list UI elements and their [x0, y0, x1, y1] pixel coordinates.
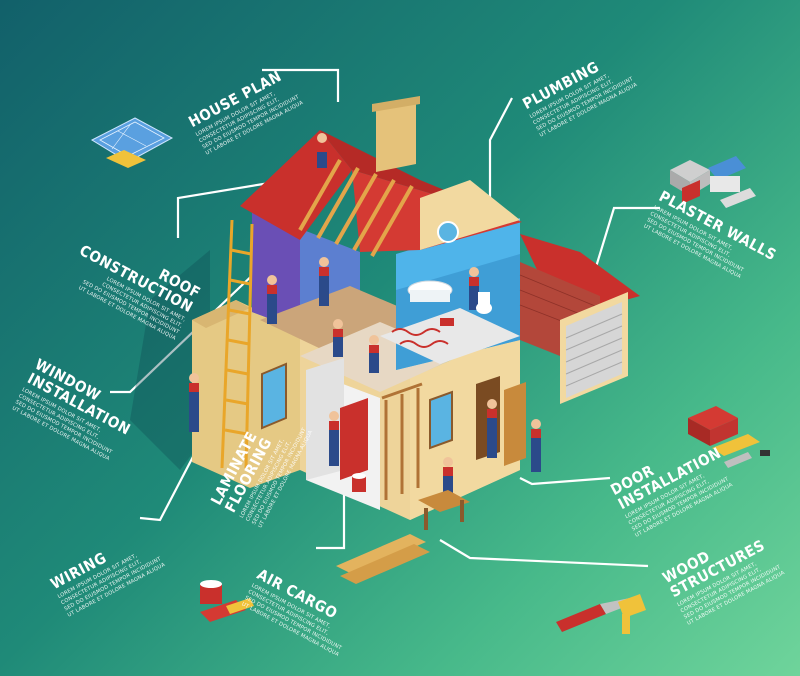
- ladder: [220, 219, 254, 469]
- worker-roof: [317, 133, 327, 168]
- connector-lines: [110, 68, 660, 568]
- connector-wood: [439, 539, 649, 568]
- worker-window: [267, 275, 277, 324]
- worker-floor-2: [369, 335, 379, 373]
- connector-plaster: [590, 206, 660, 281]
- workers: [189, 133, 541, 502]
- wood-planks-icon: [336, 534, 430, 584]
- worker-plumber: [469, 267, 479, 310]
- garage: [519, 234, 640, 404]
- worker-floor-1: [333, 319, 343, 357]
- worker-wiring: [189, 373, 199, 432]
- worker-door-1: [487, 399, 497, 458]
- paint-bucket: [352, 473, 366, 492]
- plaster-tools-icon: [670, 156, 756, 208]
- bathroom-fixtures: [407, 280, 492, 326]
- paint-tools-icon: [200, 580, 254, 622]
- worker-upper: [319, 257, 329, 306]
- worker-wood: [443, 457, 453, 502]
- worker-door-2: [531, 419, 541, 472]
- connector-house-plan: [262, 68, 340, 102]
- workbench: [418, 490, 470, 530]
- door-tools-icon: [688, 406, 770, 468]
- connector-door: [519, 476, 611, 486]
- connector-roof: [176, 176, 301, 238]
- worker-laminate: [329, 411, 339, 466]
- wood-tools-icon: [556, 594, 646, 634]
- house-plan-blueprint-icon: [90, 117, 174, 168]
- connector-air-cargo: [316, 494, 346, 550]
